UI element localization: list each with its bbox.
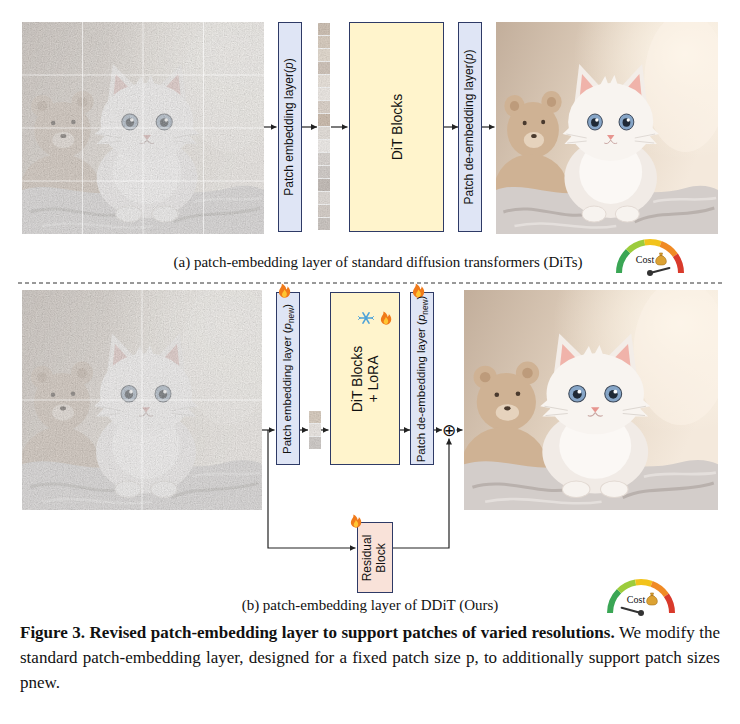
cost-gauge <box>619 242 681 276</box>
cost-label: Cost <box>636 254 654 265</box>
trainable-flame-icon <box>381 311 391 324</box>
subfigure-caption: (b) patch-embedding layer of DDiT (Ours) <box>242 597 499 614</box>
patch-embedding-box: Patch embedding layer(p) <box>278 22 302 232</box>
cost-label: Cost <box>627 594 645 605</box>
text-holder: Patch de-embedding layer(p) <box>463 50 477 205</box>
text-holder: Patch embedding layer (pnew) <box>281 303 294 453</box>
text-holder: Patch de-embedding layer (pnew) <box>415 295 428 462</box>
cost-gauge <box>610 582 672 616</box>
dit-block: DiT Blocks <box>349 22 444 232</box>
cost-label: Cost <box>627 594 645 605</box>
subfigure-caption: (b) patch-embedding layer of DDiT (Ours) <box>242 597 499 613</box>
patch-tokens <box>309 411 321 449</box>
figure-caption: Figure 3. Revised patch-embedding layer … <box>20 623 720 692</box>
patch-deembedding-box: Patch de-embedding layer(p) <box>458 22 482 232</box>
patch-embedding-box: Patch embedding layer (pnew) <box>276 292 300 465</box>
text-holder: DiT Blocks + LoRA <box>349 342 381 416</box>
subfigure-caption: (a) patch-embedding layer of standard di… <box>174 254 583 271</box>
noisy-image <box>20 12 274 234</box>
node-label: Patch de-embedding layer(p) <box>463 50 477 205</box>
flow-arrow <box>400 429 410 430</box>
caption-holder: Figure 3. Revised patch-embedding layer … <box>20 620 720 695</box>
text-holder: Residual Block <box>361 530 389 586</box>
patch-deembedding-box: Patch de-embedding layer (pnew) <box>410 292 434 465</box>
patch-tokens <box>318 23 330 230</box>
sum-node: ⊕ <box>442 422 456 439</box>
node-label: Patch embedding layer (pnew) <box>281 303 294 453</box>
node-label: ⊕ <box>442 422 456 439</box>
clean-image <box>494 12 727 234</box>
clean-image <box>462 280 729 510</box>
money-bag-icon <box>656 253 667 265</box>
noisy-image <box>20 280 272 510</box>
flow-arrow <box>434 429 442 430</box>
subfigure-caption: (a) patch-embedding layer of standard di… <box>174 254 583 270</box>
frozen-snowflake-icon <box>359 313 374 323</box>
flow-arrow <box>444 126 458 127</box>
text-holder: ⊕ <box>442 422 456 439</box>
trainable-flame-icon <box>279 283 290 297</box>
dashed-separator <box>18 283 722 284</box>
node-label: Patch de-embedding layer (pnew) <box>415 295 428 462</box>
node-label: Residual Block <box>361 530 389 586</box>
node-label: DiT Blocks + LoRA <box>349 342 381 416</box>
cost-label: Cost <box>636 254 654 265</box>
money-bag-icon <box>647 593 658 605</box>
text-holder: DiT Blocks <box>388 94 404 161</box>
node-label: DiT Blocks <box>388 94 404 161</box>
node-label: Patch embedding layer(p) <box>283 58 297 195</box>
dit-block: DiT Blocks + LoRA <box>330 292 400 465</box>
trainable-flame-icon <box>351 514 361 527</box>
residual-block: Residual Block <box>357 522 393 593</box>
trainable-flame-icon <box>413 283 424 297</box>
text-holder: Patch embedding layer(p) <box>283 58 297 195</box>
